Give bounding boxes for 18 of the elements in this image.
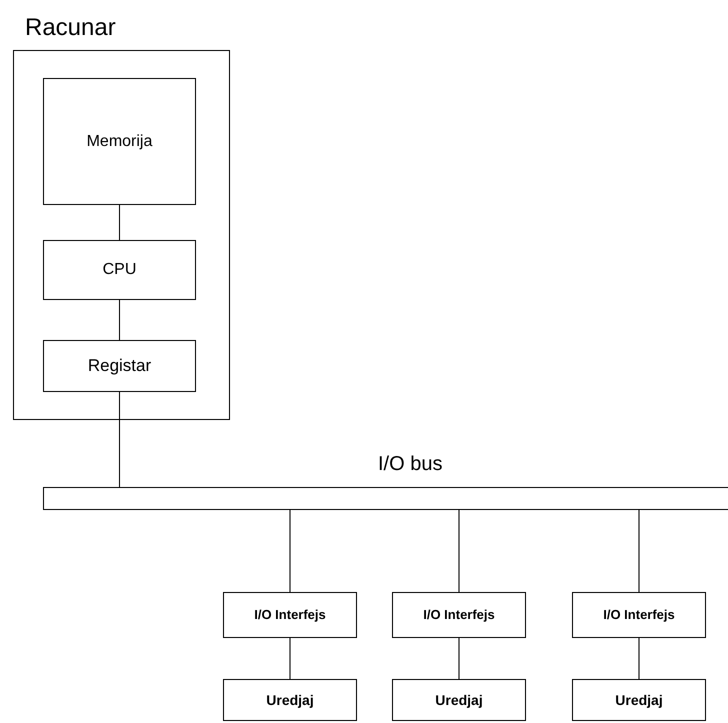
component-box: I/O Interfejs [572, 592, 706, 638]
component-box: Uredjaj [223, 679, 357, 721]
connector-line [119, 204, 120, 240]
connector-line [458, 638, 460, 680]
connector-line [638, 510, 640, 592]
connector-line [638, 638, 640, 680]
component-box: Uredjaj [392, 679, 526, 721]
connector-line [119, 392, 120, 488]
component-box: I/O Interfejs [223, 592, 357, 638]
component-box: Registar [43, 340, 196, 392]
component-box: I/O Interfejs [392, 592, 526, 638]
connector-line [458, 510, 460, 592]
component-box: CPU [43, 240, 196, 300]
component-box: Memorija [43, 78, 196, 205]
connector-line [119, 300, 120, 340]
component-box: Uredjaj [572, 679, 706, 721]
bus-label: I/O bus [378, 452, 442, 477]
group-title: Racunar [25, 13, 116, 43]
